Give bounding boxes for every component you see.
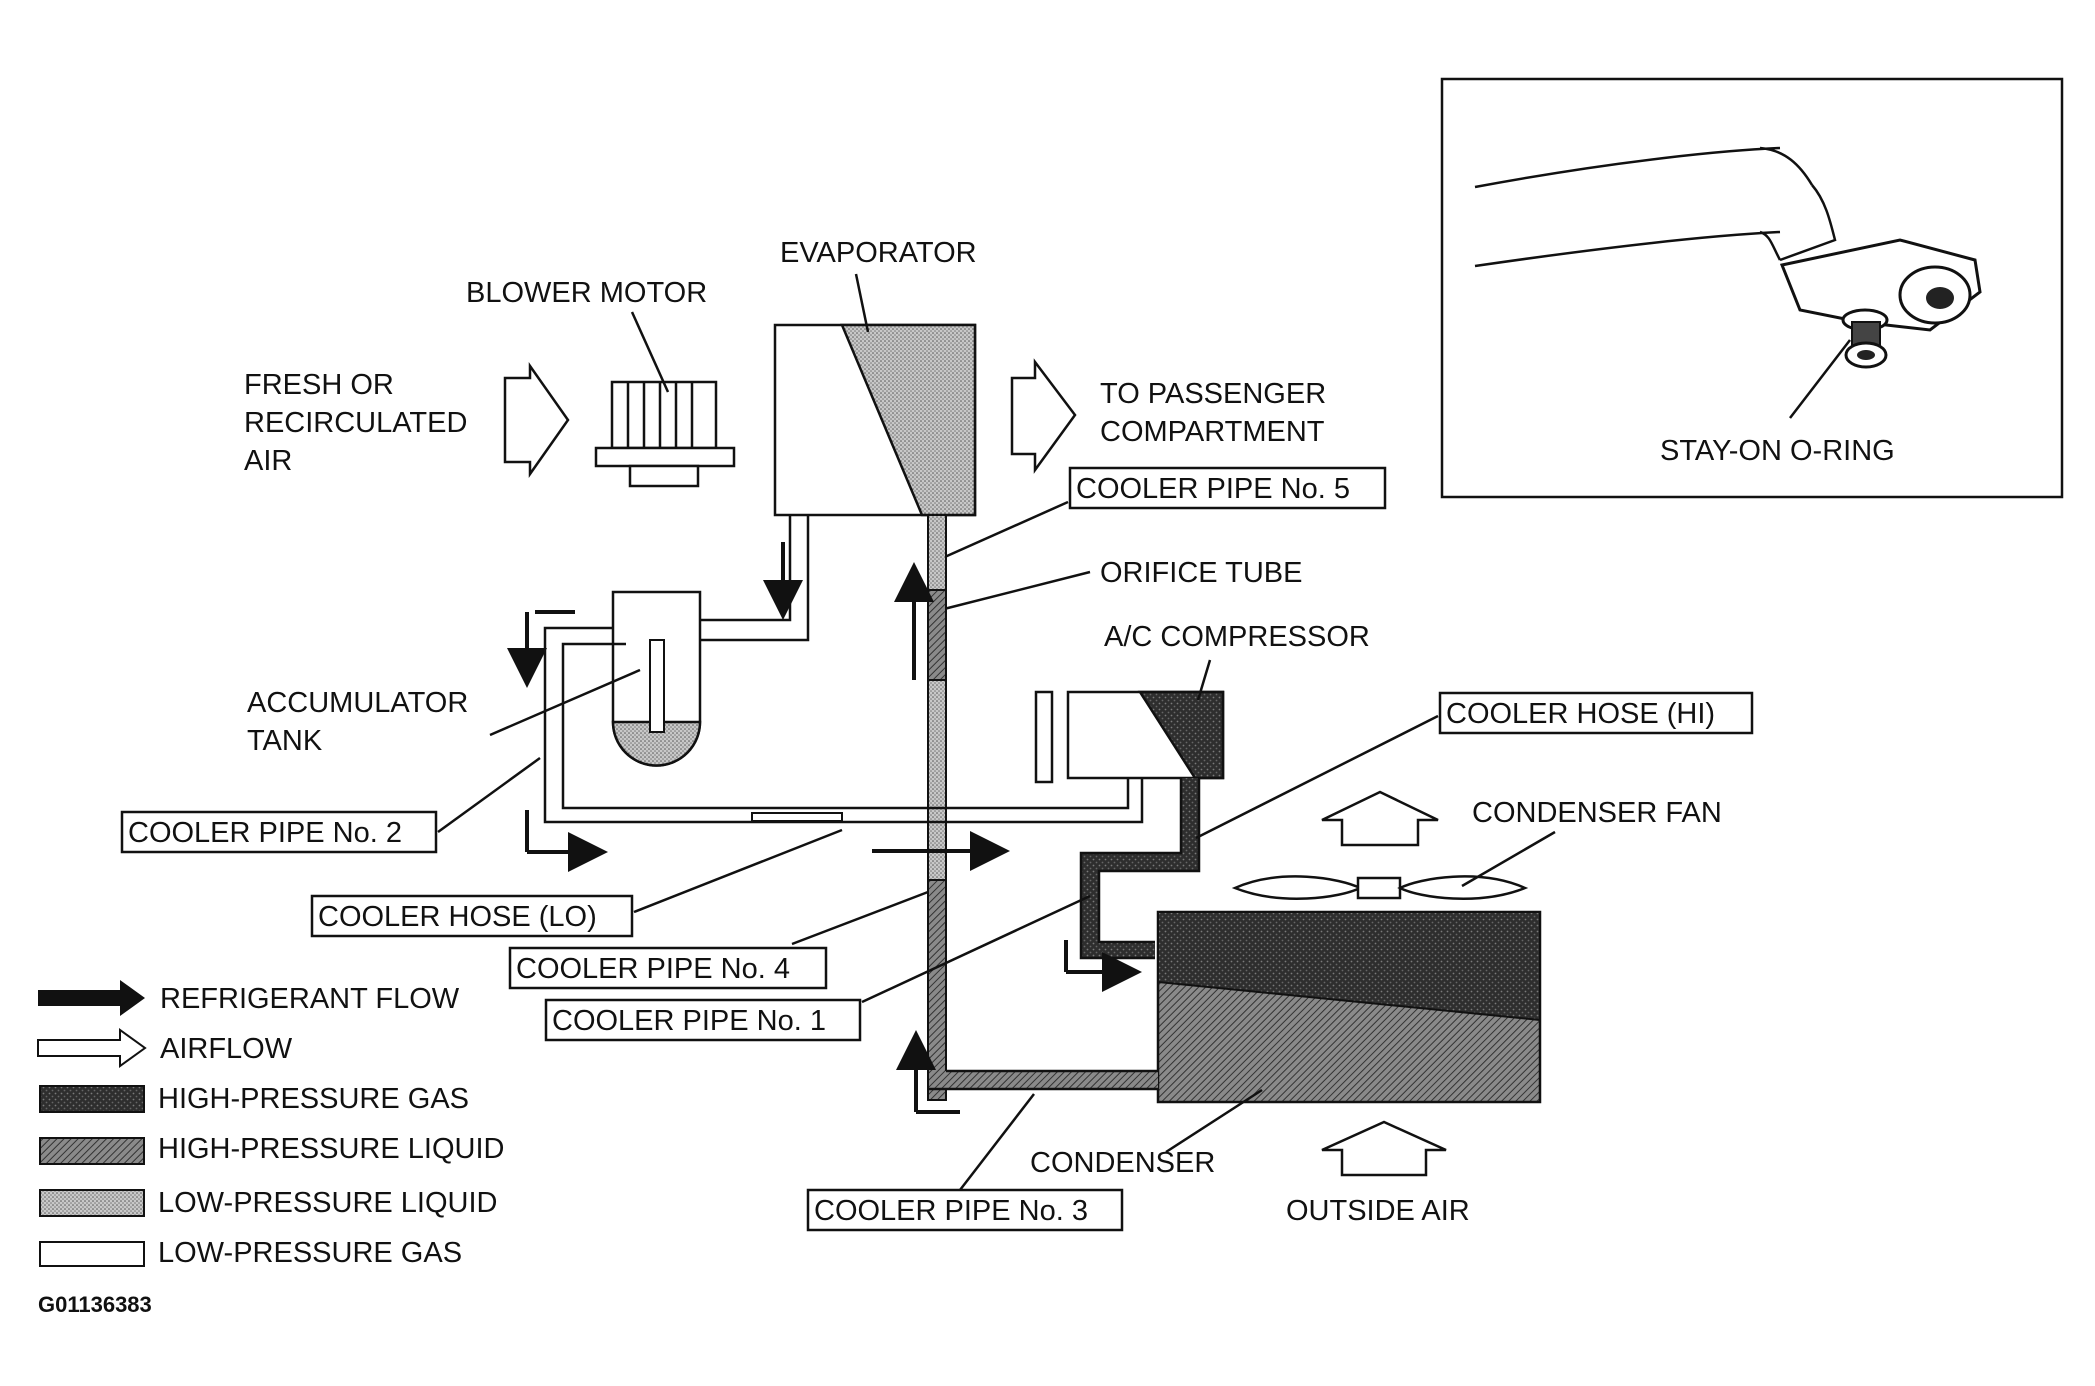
to-passenger-arrow [1010,358,1077,474]
fan-airflow-arrow [1321,790,1439,847]
to-passenger-label-1: TO PASSENGER [1100,378,1326,410]
legend-lp-gas-label: LOW-PRESSURE GAS [158,1237,462,1269]
figure-id: G01136383 [38,1292,152,1317]
condenser-fan [1231,875,1529,900]
cooler-pipe-2-label: COOLER PIPE No. 2 [128,817,402,849]
legend: REFRIGERANT FLOW AIRFLOW HIGH-PRESSURE G… [37,980,504,1269]
legend-lp-liquid-label: LOW-PRESSURE LIQUID [158,1187,497,1219]
legend-hp-gas-label: HIGH-PRESSURE GAS [158,1083,469,1115]
fresh-air-label-2: RECIRCULATED [244,407,467,439]
condenser-label: CONDENSER [1030,1147,1215,1179]
accumulator-label-2: TANK [247,725,323,757]
fresh-air-label-1: FRESH OR [244,369,394,401]
legend-airflow-label: AIRFLOW [160,1033,293,1065]
cooler-pipe-4-label: COOLER PIPE No. 4 [516,953,790,985]
orifice-tube-label: ORIFICE TUBE [1100,557,1303,589]
accumulator-label-1: ACCUMULATOR [247,687,468,719]
cooler-pipe-5-label: COOLER PIPE No. 5 [1076,473,1350,505]
accumulator-tank [611,590,702,767]
blower-motor-label: BLOWER MOTOR [466,277,707,309]
legend-airflow: AIRFLOW [37,1028,293,1068]
stay-on-oring-label: STAY-ON O-RING [1660,435,1895,467]
cooler-pipe-3-label: COOLER PIPE No. 3 [814,1195,1088,1227]
to-passenger-label-2: COMPARTMENT [1100,416,1325,448]
evaporator [773,323,977,517]
legend-hp-liquid: HIGH-PRESSURE LIQUID [39,1133,504,1165]
condenser [1156,910,1542,1104]
evaporator-label: EVAPORATOR [780,237,977,269]
legend-refrigerant-flow: REFRIGERANT FLOW [38,980,460,1016]
cooler-pipe-1-label: COOLER PIPE No. 1 [552,1005,826,1037]
legend-lp-gas: LOW-PRESSURE GAS [39,1237,462,1269]
cooler-hose-lo-label: COOLER HOSE (LO) [318,901,597,933]
ac-compressor-label: A/C COMPRESSOR [1104,621,1370,653]
legend-lp-liquid: LOW-PRESSURE LIQUID [39,1187,497,1219]
fresh-air-arrow [503,362,570,478]
fresh-air-label-3: AIR [244,445,292,477]
outside-air-label: OUTSIDE AIR [1286,1195,1470,1227]
fitting-block [1779,238,1982,369]
condenser-fan-label: CONDENSER FAN [1472,797,1722,829]
inset-box: STAY-ON O-RING [1440,77,2064,499]
outside-air-arrow [1321,1120,1447,1177]
legend-hp-gas: HIGH-PRESSURE GAS [39,1083,469,1115]
legend-refrigerant-flow-label: REFRIGERANT FLOW [160,983,460,1015]
blower-motor [594,380,736,488]
cooler-hose-hi-label: COOLER HOSE (HI) [1446,698,1715,730]
ac-compressor [1034,690,1225,784]
legend-hp-liquid-label: HIGH-PRESSURE LIQUID [158,1133,504,1165]
